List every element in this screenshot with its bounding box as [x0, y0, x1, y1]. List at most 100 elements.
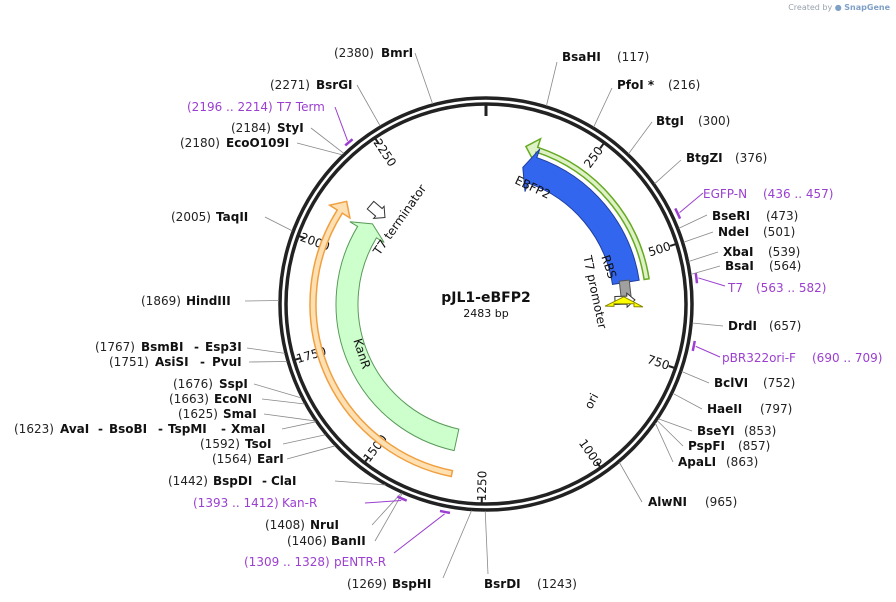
leader-line: [654, 159, 682, 185]
leader-line: [618, 462, 643, 503]
tick-mark: [293, 357, 302, 362]
site-name: AvaI: [60, 422, 89, 436]
leader-line: [658, 418, 693, 432]
site-pos: (1663): [169, 392, 209, 406]
leader-line: [374, 493, 403, 542]
primer-name: EGFP-N: [703, 187, 747, 201]
tick-mark: [373, 137, 380, 145]
primer-name: pENTR-R: [334, 555, 386, 569]
site-name: HaeII: [707, 402, 742, 416]
primer-marker: [674, 207, 682, 220]
leader-line: [286, 445, 336, 460]
site-pos: (1592): [200, 437, 240, 451]
leader-line: [246, 347, 286, 354]
site-name: HindIII: [186, 294, 231, 308]
site-pos: (300): [698, 114, 730, 128]
site-pos: (1751): [109, 355, 149, 369]
feature-label-t7-terminator: T7 terminator: [370, 182, 429, 259]
tick-mark: [599, 142, 606, 149]
site-name: TspMI: [168, 422, 207, 436]
primer-connector: [679, 192, 704, 214]
tick-mark: [363, 456, 370, 464]
tick-mark: [669, 242, 678, 247]
primer-range: (2196 .. 2214): [187, 100, 273, 114]
primer-connector: [364, 499, 402, 504]
site-name: BsmBI: [141, 340, 183, 354]
site-pos: (657): [769, 319, 801, 333]
site-pos: (2180): [180, 136, 220, 150]
site-pos: (1243): [537, 577, 577, 591]
primer-range: (1309 .. 1328): [244, 555, 330, 569]
leader-line: [244, 300, 280, 302]
leader-line: [371, 492, 402, 526]
kanr-feature-arrow: [335, 221, 460, 452]
primer-marker: [396, 495, 408, 502]
site-name: BspDI: [213, 474, 252, 488]
t7-terminator-arrow: [366, 200, 386, 219]
leader-line: [593, 87, 613, 128]
feature-label-ori: ori: [582, 391, 602, 411]
site-name: BsoBI: [109, 422, 147, 436]
site-pos: (117): [617, 50, 649, 64]
tick-label: 250: [581, 144, 606, 171]
plasmid-size: 2483 bp: [463, 307, 508, 320]
site-pos: (1623): [14, 422, 54, 436]
site-name: BtgI: [656, 114, 684, 128]
site-dash: -: [200, 355, 205, 369]
brand-name: SnapGene: [844, 3, 890, 12]
site-pos: (2184): [231, 121, 271, 135]
site-name: EcoNI: [214, 392, 252, 406]
leader-line: [690, 265, 721, 275]
site-pos: (1676): [173, 377, 213, 391]
site-name: AlwNI: [648, 495, 687, 509]
site-pos: (2380): [334, 46, 374, 60]
site-name: BtgZI: [686, 151, 723, 165]
tick-label: 1000: [576, 437, 605, 470]
site-pos: (857): [738, 439, 770, 453]
site-dash: -: [158, 422, 163, 436]
site-pos: (2271): [270, 78, 310, 92]
site-name: BsaI: [725, 259, 754, 273]
primer-connector: [695, 345, 721, 358]
site-pos: (965): [705, 495, 737, 509]
leader-line: [683, 231, 714, 243]
primer-connector: [698, 277, 726, 287]
tick-label: 2250: [370, 136, 399, 169]
site-name: Esp3I: [205, 340, 242, 354]
leader-line: [628, 121, 653, 155]
site-name: NdeI: [718, 225, 749, 239]
tick-label: 750: [645, 352, 671, 373]
site-name: ClaI: [271, 474, 296, 488]
site-pos: (1442): [168, 474, 208, 488]
primer-connector: [393, 513, 445, 554]
site-pos: (853): [744, 424, 776, 438]
primer-name: Kan-R: [282, 496, 317, 510]
leader-line: [681, 371, 710, 384]
leader-line: [310, 127, 345, 154]
snapgene-brand: Created by ● SnapGene: [788, 3, 890, 12]
site-pos: (539): [768, 245, 800, 259]
leader-line: [264, 216, 293, 232]
kanr-outline-arc: [309, 200, 454, 478]
leader-line: [688, 251, 719, 262]
rbs-feature-box: [618, 279, 632, 298]
tick-label: 500: [647, 239, 673, 259]
site-name: BseYI: [697, 424, 735, 438]
site-dash: -: [98, 422, 103, 436]
site-name: DrdI: [728, 319, 757, 333]
site-name: BmrI: [381, 46, 413, 60]
snapgene-logo-icon: ●: [834, 3, 842, 12]
primer-range: (436 .. 457): [763, 187, 833, 201]
leader-line: [261, 398, 305, 405]
site-name: StyI: [277, 121, 304, 135]
site-name: PspFI: [688, 439, 725, 453]
site-pos: (1406): [287, 534, 327, 548]
site-pos: (1408): [265, 518, 305, 532]
ebfp2-feature-arrow: [522, 148, 640, 285]
site-pos: (1564): [212, 452, 252, 466]
ori-feature-arrow: [604, 296, 644, 308]
site-pos: (863): [726, 455, 758, 469]
backbone-outer-ring: [278, 96, 694, 512]
site-name: ApaLI: [678, 455, 716, 469]
